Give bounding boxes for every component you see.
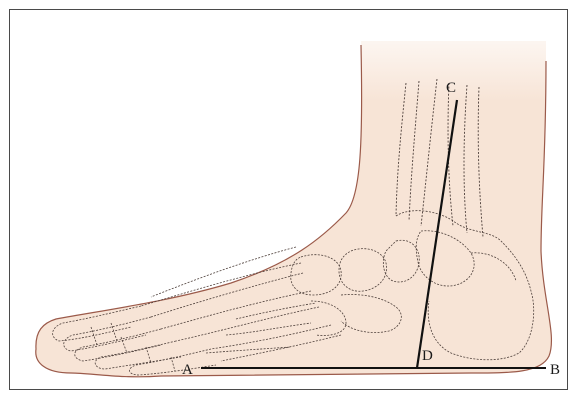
foot-diagram: A B C D xyxy=(10,10,568,390)
point-label-a: A xyxy=(182,362,193,378)
point-label-b: B xyxy=(550,362,560,378)
diagram-frame: A B C D xyxy=(9,9,568,390)
point-label-d: D xyxy=(422,348,433,364)
point-label-c: C xyxy=(446,80,456,96)
